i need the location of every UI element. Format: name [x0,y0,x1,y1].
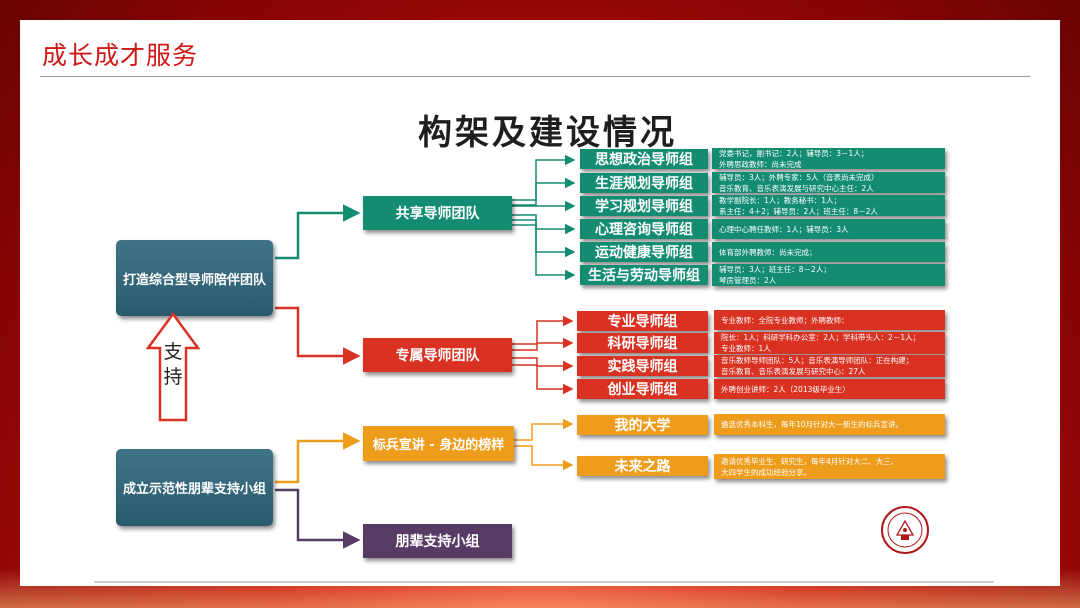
root-peer-label: 成立示范性朋辈支持小组 [122,482,266,497]
detail-line: 琴房管理员：2人 [719,276,777,285]
detail-line: 音乐教育、音乐表演发展与研究中心主任：2人 [719,183,874,193]
role-model-item: 未来之路 [577,456,708,476]
connector-shared-fan [512,154,576,281]
detail-line: 音乐教育、音乐表演发展与研究中心：27人 [721,367,866,376]
shared-group: 心理咨询导师组 [580,219,708,239]
detail-line: 体育部外聘教师：尚未完成； [719,247,817,257]
detail-line: 音乐教师导师团队：5人；音乐表演导师团队：正在构建； [721,356,914,365]
shared-group: 思想政治导师组 [580,149,708,169]
exclusive-group: 科研导师组 [577,333,708,353]
exclusive-group-detail: 专业教师：全院专业教师；外聘教师： [714,310,945,330]
branch-peer-support-label: 朋辈支持小组 [395,534,480,550]
connector-peer-rolemodel [275,432,361,484]
shared-group-detail: 教学副院长：1人；教务秘书：1人；系主任：4＋2；辅导员：2人；班主任：8－2人 [712,195,945,216]
detail-line: 院长：1人；科研学科办公室：2人；学科带头人：2－1人； [721,333,921,342]
detail-line: 邀请优秀毕业生、研究生，每年4月针对大二、大三、 [721,456,899,466]
university-seal-icon [881,506,929,554]
exclusive-group-name: 实践导师组 [607,359,678,375]
branch-exclusive-team: 专属导师团队 [363,338,512,372]
bottom-divider [94,581,994,583]
detail-line: 教学副院长：1人；教务秘书：1人； [719,195,842,205]
title-divider [40,76,1030,77]
shared-group: 生涯规划导师组 [580,173,708,193]
detail-line: 党委书记，副书记：2人；辅导员：3－1人； [719,148,869,158]
exclusive-group-detail: 外聘创业讲师：2人（2013级毕业生） [714,379,945,399]
shared-group: 学习规划导师组 [580,196,708,216]
page-title: 成长成才服务 [42,41,199,70]
root-mentor-team: 打造综合型导师陪伴团队 [116,240,273,316]
detail-line: 大四学生的成功经验分享。 [721,467,811,477]
root-mentor-label: 打造综合型导师陪伴团队 [122,272,266,288]
shared-group-name: 思想政治导师组 [595,152,693,168]
branch-shared-label: 共享导师团队 [395,206,480,222]
branch-exclusive-label: 专属导师团队 [395,348,480,364]
connector-rolemodel-fan [514,418,574,471]
role-model-item-name: 我的大学 [614,418,671,434]
exclusive-group: 专业导师组 [577,311,708,331]
shared-group: 生活与劳动导师组 [580,265,708,285]
root-peer-group: 成立示范性朋辈支持小组 [116,449,273,526]
shared-group-name: 心理咨询导师组 [595,222,693,238]
exclusive-group-name: 科研导师组 [607,336,678,352]
branch-role-model-label: 标兵宣讲 - 身边的榜样 [372,438,505,453]
branch-shared-team: 共享导师团队 [363,196,512,230]
diagram-title: 构架及建设情况 [418,113,677,153]
shared-group-detail: 辅导员：3人；班主任：8－2人； 琴房管理员：2人 [712,264,945,286]
up-arrow-icon [145,311,201,422]
shared-group-detail: 党委书记，副书记：2人；辅导员：3－1人；外聘思政教师：尚未完成 [712,148,945,169]
detail-line: 心理中心聘任教师：1人；辅导员：3人 [719,224,849,234]
support-char-1: 支 [163,341,183,363]
support-arrow: 支 持 [145,311,201,422]
exclusive-group-name: 专业导师组 [607,314,678,330]
shared-group-detail: 心理中心聘任教师：1人；辅导员：3人 [712,219,945,239]
shared-group-detail: 辅导员：3人；外聘专家：5人（音表尚未完成）音乐教育、音乐表演发展与研究中心主任… [712,172,945,193]
connector-mentor-exclusive [275,306,361,365]
connector-exclusive-fan [512,315,574,395]
role-model-item: 我的大学 [577,415,708,435]
exclusive-group-detail: 院长：1人；科研学科办公室：2人；学科带头人：2－1人； 专业教师：1人 [714,332,945,354]
detail-line: 外聘思政教师：尚未完成 [719,159,802,169]
branch-role-model: 标兵宣讲 - 身边的榜样 [363,426,514,461]
detail-line: 专业教师：1人 [721,344,771,353]
detail-line: 专业教师：全院专业教师；外聘教师： [721,315,849,325]
shared-group: 运动健康导师组 [580,242,708,262]
support-label: 支 持 [146,340,200,390]
shared-group-detail: 体育部外聘教师：尚未完成； [712,242,945,262]
exclusive-group-name: 创业导师组 [607,382,678,398]
shared-group-name: 学习规划导师组 [595,199,693,215]
branch-peer-support: 朋辈支持小组 [363,524,512,558]
detail-line: 系主任：4＋2；辅导员：2人；班主任：8－2人 [719,206,878,216]
detail-line: 辅导员：3人；外聘专家：5人（音表尚未完成） [719,172,879,182]
detail-line: 遴选优秀本科生，每年10月针对大一新生的标兵宣讲。 [721,420,904,429]
role-model-item-name: 未来之路 [614,459,671,475]
connector-peer-group [275,488,361,549]
connector-mentor-shared [275,204,361,260]
exclusive-group: 创业导师组 [577,379,708,399]
role-model-detail: 邀请优秀毕业生、研究生，每年4月针对大二、大三、大四学生的成功经验分享。 [714,454,945,479]
shared-group-name: 生涯规划导师组 [595,176,693,192]
support-char-2: 持 [163,366,183,388]
detail-line: 辅导员：3人；班主任：8－2人； [719,265,831,274]
detail-line: 外聘创业讲师：2人（2013级毕业生） [721,384,850,394]
exclusive-group-detail: 音乐教师导师团队：5人；音乐表演导师团队：正在构建； 音乐教育、音乐表演发展与研究… [714,355,945,377]
role-model-detail: 遴选优秀本科生，每年10月针对大一新生的标兵宣讲。 [714,414,945,435]
shared-group-name: 生活与劳动导师组 [588,268,700,284]
shared-group-name: 运动健康导师组 [595,245,693,261]
exclusive-group: 实践导师组 [577,356,708,376]
